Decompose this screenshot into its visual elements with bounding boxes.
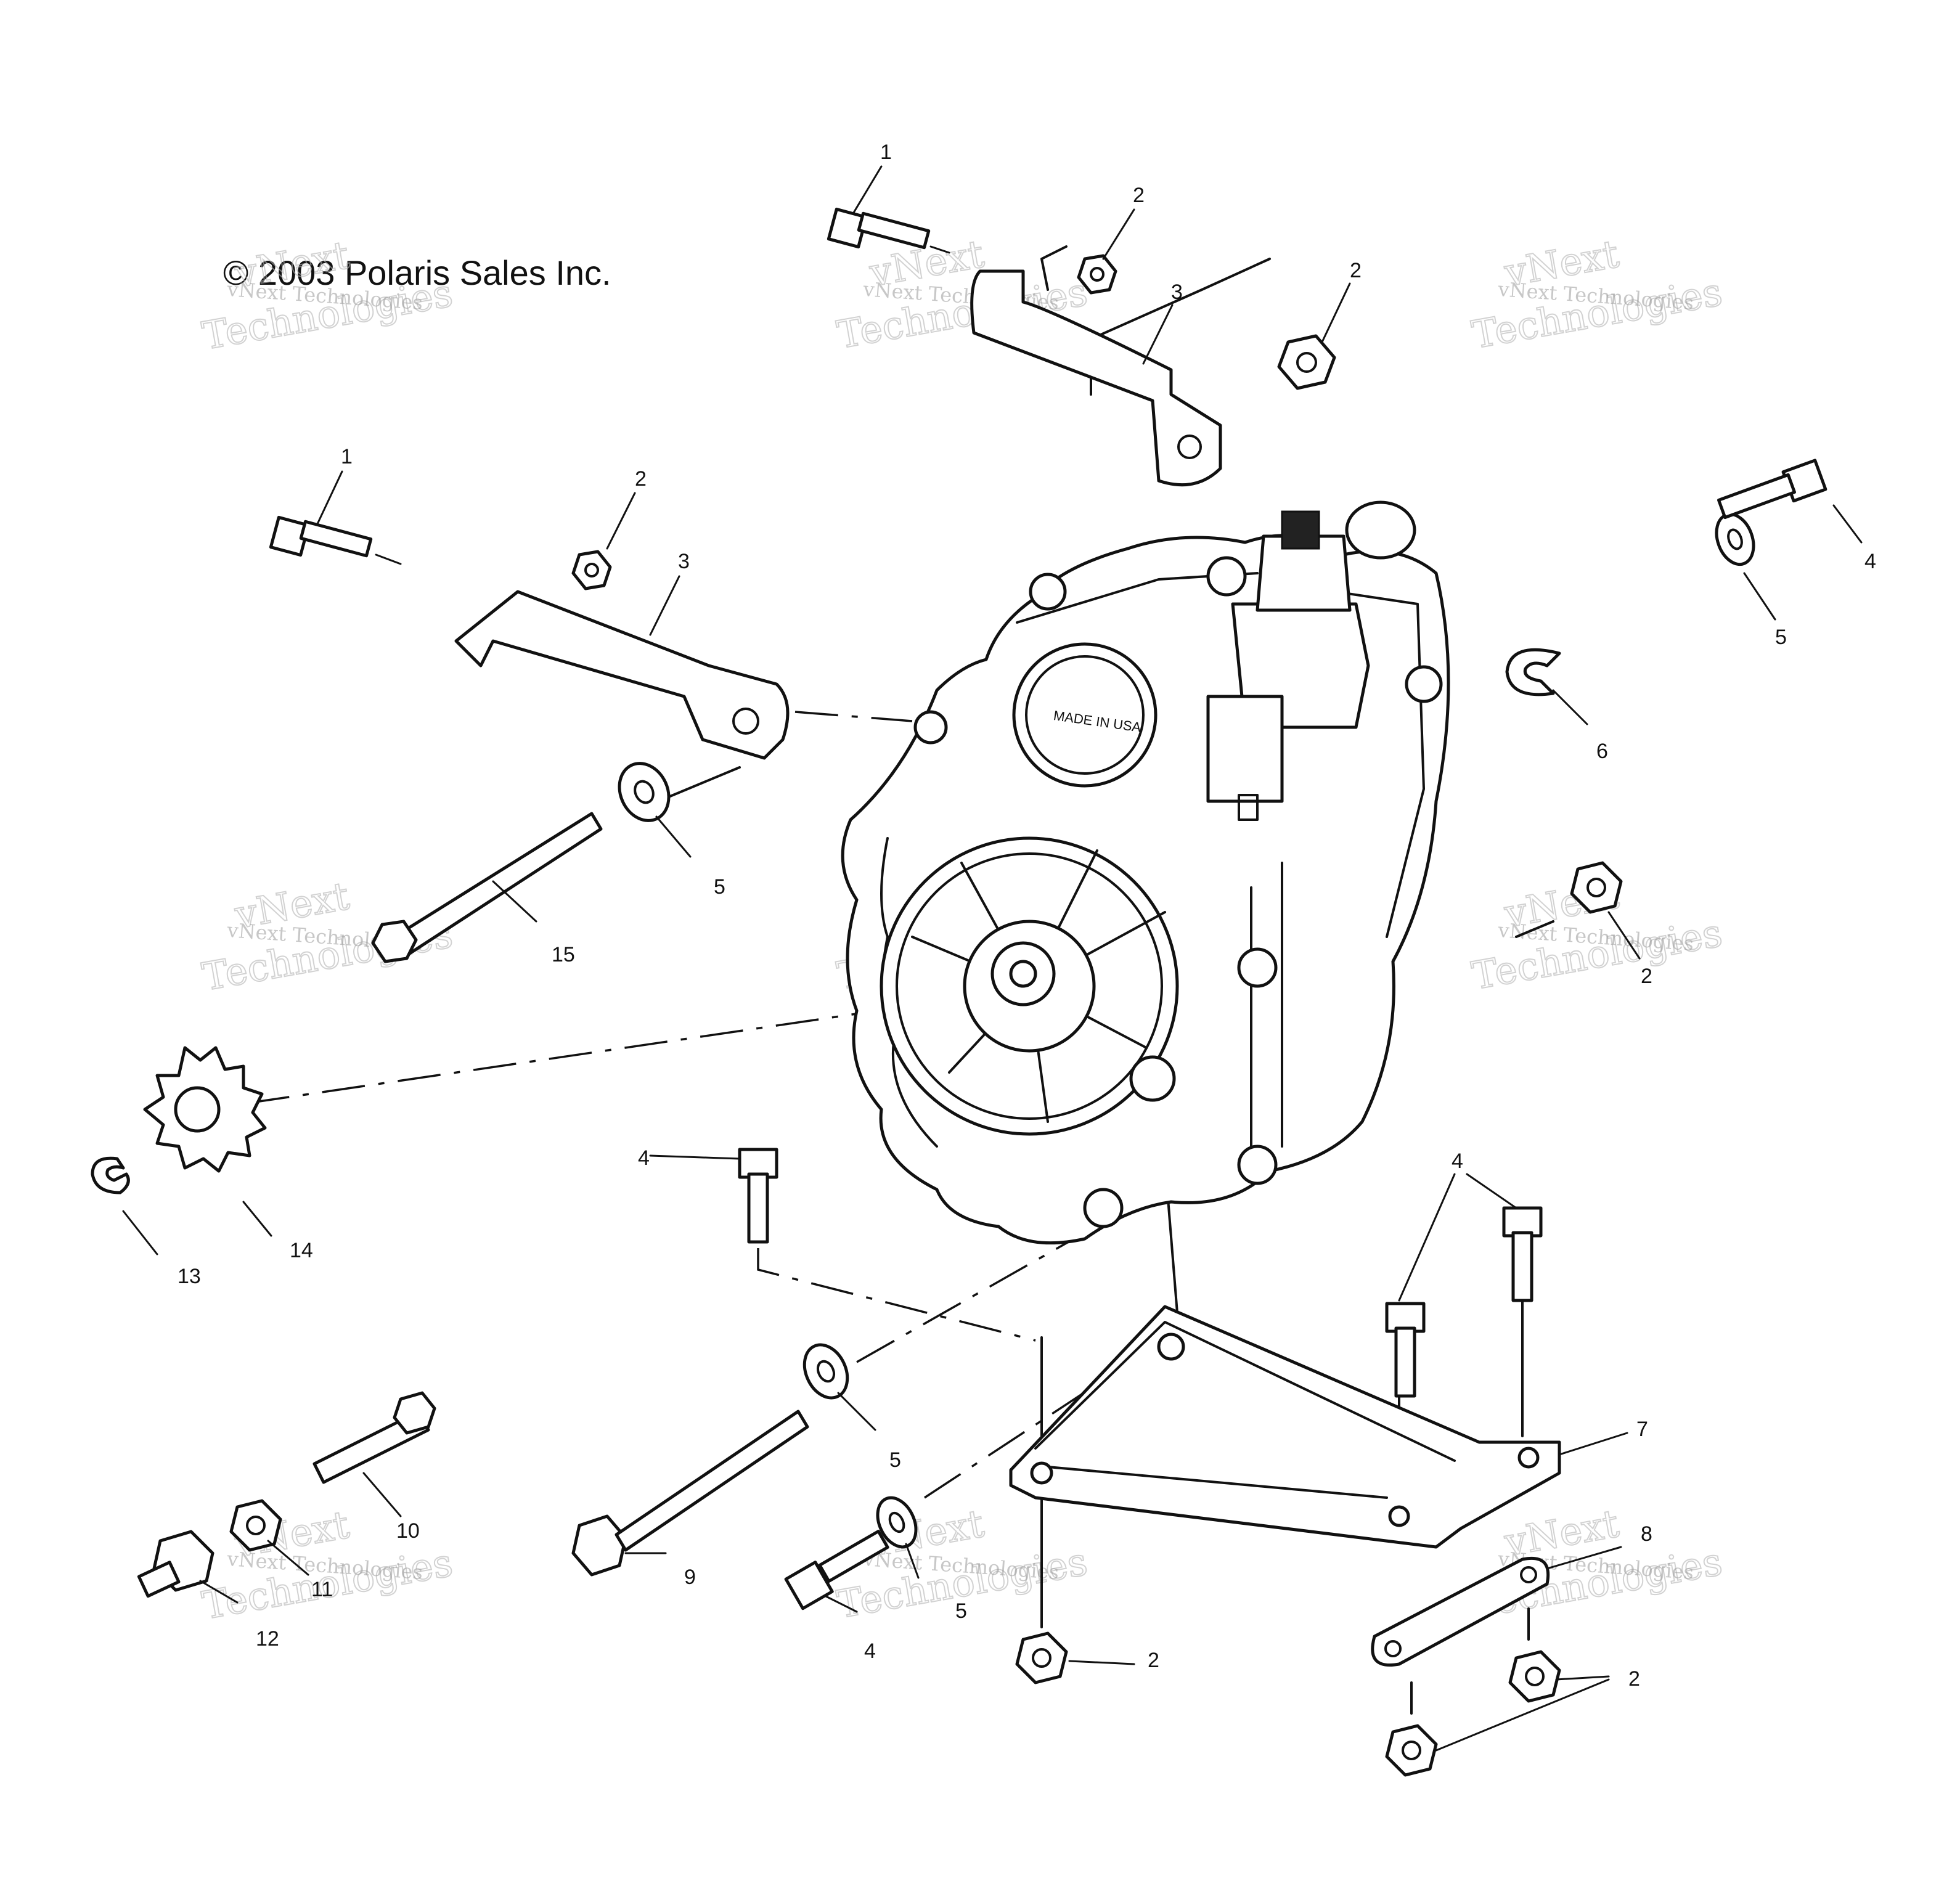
strap-8 [1371,1556,1550,1667]
plug-12 [137,1530,214,1598]
callout-label: 2 [635,467,647,491]
copyright-text: © 2003 Polaris Sales Inc. [223,253,611,292]
transmission-housing: MADE IN USA [841,500,1450,1245]
callout-label: 6 [1596,740,1608,763]
callout-label: 11 [311,1578,333,1601]
bolt-9 [571,1410,809,1577]
nut-2-top [1077,254,1117,295]
callout-label: 2 [1148,1649,1159,1672]
washer-5-lower-b [876,1496,918,1549]
nut-2-bottom-a [1508,1650,1561,1703]
callout-label: 2 [1641,965,1652,988]
bolt-4-pair-a [1385,1302,1426,1398]
stud-10 [312,1391,436,1484]
callout-label: 5 [889,1448,901,1472]
callout-label: 2 [1133,184,1145,207]
callout-label: 5 [714,875,725,899]
washer-5-right [1715,512,1755,566]
callout-label: 7 [1636,1418,1648,1441]
bolt-4-right [1717,459,1827,520]
callout-label: 4 [1864,550,1876,573]
callout-numbers: 1 2 3 2 1 2 3 4 5 6 5 15 2 14 13 4 4 7 5… [178,141,1876,1691]
bracket-3-left [454,590,790,760]
leader-lines [122,165,1863,1752]
callout-label: 1 [341,445,353,468]
callout-label: 13 [178,1265,201,1288]
callout-label: 8 [1641,1522,1652,1546]
callout-label: 2 [1628,1667,1640,1691]
callout-label: 5 [1775,626,1787,649]
callout-label: 4 [1452,1149,1463,1173]
callout-label: 3 [678,550,690,573]
callout-label: 12 [256,1627,279,1651]
callout-label: 4 [638,1146,650,1170]
nut-2-bottom-b [1385,1724,1438,1777]
bolt-1-left [269,515,402,565]
callout-label: 2 [1350,259,1362,282]
bolt-4-pair-b [1502,1206,1543,1302]
nut-2-right [1570,861,1623,914]
bolt-1-top [827,207,950,254]
bolt-4-mid [738,1148,778,1244]
bracket-7 [1009,1305,1561,1549]
sprocket-14 [143,1046,267,1173]
nut-11 [229,1499,282,1552]
nut-2-top-right [1277,334,1336,390]
nut-2-lower [1015,1631,1068,1684]
shaft-15 [371,812,603,963]
washer-5-lower-a [802,1343,849,1400]
callout-label: 14 [290,1239,313,1262]
callout-label: 15 [552,943,575,966]
callout-label: 4 [864,1639,876,1663]
bracket-3-top [970,269,1222,487]
bolt-4-lower [784,1530,889,1610]
washer-5-left [618,762,671,822]
callout-label: 1 [880,141,892,164]
clip-6 [1505,648,1561,696]
callout-label: 10 [396,1519,420,1543]
ring-13 [91,1156,130,1194]
callout-label: 5 [955,1599,967,1623]
callout-label: 9 [684,1565,696,1589]
callout-label: 3 [1171,280,1183,304]
nut-2-left [571,550,612,590]
